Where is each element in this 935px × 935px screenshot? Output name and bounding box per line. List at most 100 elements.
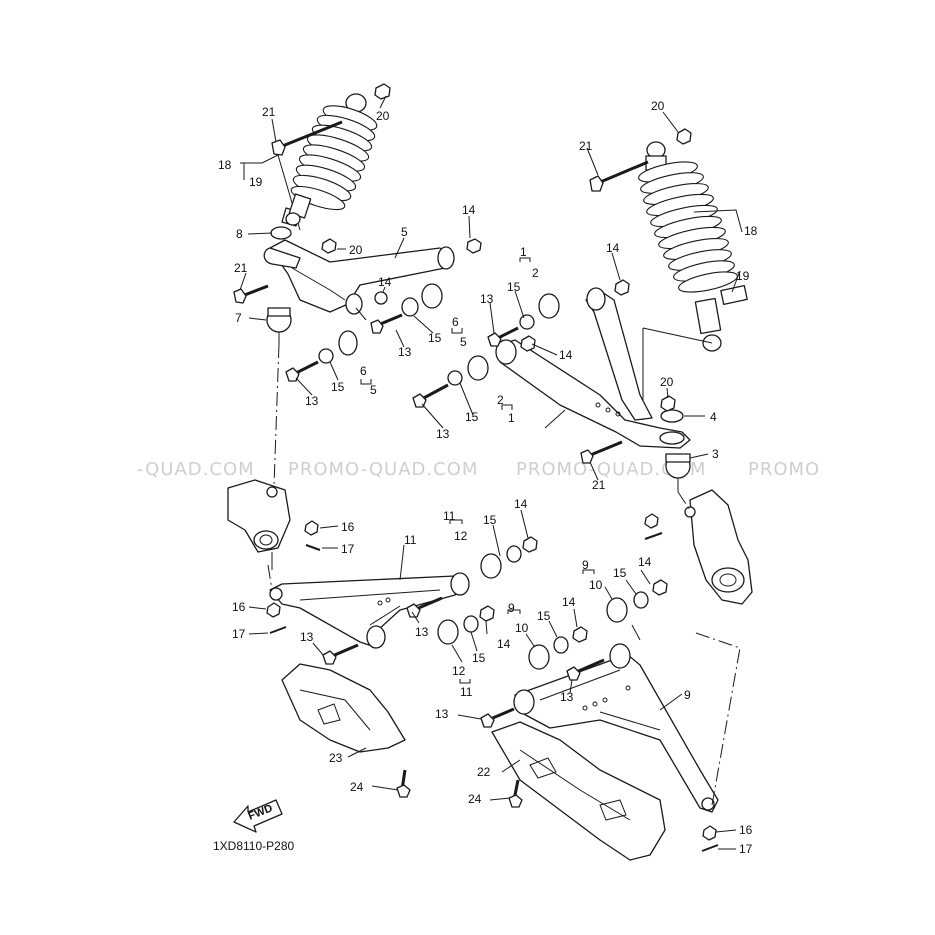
callout-13: 13 <box>435 707 449 721</box>
watermark-3: PROMO-QUAD.COM <box>516 459 706 480</box>
right-lower-bushings <box>528 579 668 670</box>
callout-3: 3 <box>712 447 719 461</box>
right-upper-arm <box>495 287 691 449</box>
callout-16: 16 <box>341 520 355 534</box>
right-knuckle-nut <box>644 513 659 529</box>
callout-13: 13 <box>560 690 574 704</box>
right-cotter-pin <box>644 532 663 540</box>
callout-7: 7 <box>235 311 242 325</box>
diagram-code: 1XD8110-P280 <box>213 839 294 853</box>
callout-1: 1 <box>508 411 515 425</box>
callout-14: 14 <box>606 241 620 255</box>
callout-13: 13 <box>480 292 494 306</box>
callout-24: 24 <box>468 792 482 806</box>
callout-5: 5 <box>370 383 377 397</box>
callout-17: 17 <box>341 542 355 556</box>
right-upper-bolt <box>580 440 623 464</box>
callout-12: 12 <box>452 664 466 678</box>
callout-10: 10 <box>515 621 529 635</box>
right-lower-nut <box>702 825 717 841</box>
callout-20: 20 <box>349 243 363 257</box>
callout-20: 20 <box>651 99 665 113</box>
left-lower-bolts <box>322 596 443 665</box>
left-upper-arm <box>263 239 455 315</box>
right-shock-absorber <box>638 141 748 352</box>
right-guard <box>491 721 666 861</box>
left-lower-arm <box>269 572 470 649</box>
fwd-arrow: FWD <box>233 799 283 833</box>
right-lower-axis <box>695 632 741 806</box>
callout-14: 14 <box>562 595 576 609</box>
left-lower-cotter <box>269 626 287 634</box>
callout-16: 16 <box>739 823 753 837</box>
left-knuckle <box>227 479 291 570</box>
callout-6: 6 <box>452 315 459 329</box>
left-arm-nut <box>321 238 337 254</box>
right-shock-nut <box>676 128 692 145</box>
left-lower-bushings <box>437 536 538 645</box>
callout-15: 15 <box>537 609 551 623</box>
right-lower-cotter <box>701 844 719 852</box>
left-arm-nut-14 <box>466 238 482 254</box>
right-circlip <box>660 409 684 423</box>
callout-21: 21 <box>262 105 276 119</box>
callout-18: 18 <box>744 224 758 238</box>
callout-13: 13 <box>300 630 314 644</box>
callout-10: 10 <box>589 578 603 592</box>
callout-15: 15 <box>465 410 479 424</box>
callout-9: 9 <box>508 601 515 615</box>
callout-15: 15 <box>331 380 345 394</box>
callout-13: 13 <box>398 345 412 359</box>
callout-19: 19 <box>249 175 263 189</box>
right-shock-bolt <box>589 160 649 192</box>
callout-17: 17 <box>739 842 753 856</box>
callout-19: 19 <box>736 269 750 283</box>
callout-14: 14 <box>514 497 528 511</box>
callout-11: 11 <box>460 685 473 699</box>
callout-24: 24 <box>350 780 364 794</box>
right-upper-bushings <box>412 279 630 408</box>
callout-14: 14 <box>638 555 652 569</box>
left-shock-absorber <box>277 93 378 231</box>
watermark-4: PROMO <box>748 459 820 480</box>
callout-9: 9 <box>582 558 589 572</box>
callout-2: 2 <box>532 266 539 280</box>
callout-15: 15 <box>483 513 497 527</box>
callout-21: 21 <box>234 261 248 275</box>
callout-21: 21 <box>579 139 593 153</box>
callout-6: 6 <box>360 364 367 378</box>
right-lower-arm <box>513 643 719 813</box>
right-ball-joint <box>665 453 691 492</box>
callout-15: 15 <box>428 331 442 345</box>
callout-15: 15 <box>507 280 521 294</box>
left-knuckle-nut <box>304 520 319 536</box>
callout-labels: 21 20 18 19 8 20 5 14 21 14 7 13 15 6 5 … <box>218 99 758 856</box>
callout-23: 23 <box>329 751 343 765</box>
callout-13: 13 <box>305 394 319 408</box>
right-shock-leader <box>642 327 713 420</box>
callout-17: 17 <box>232 627 246 641</box>
callout-14: 14 <box>559 348 573 362</box>
left-upper-bushings <box>285 283 443 382</box>
callout-15: 15 <box>613 566 627 580</box>
callout-11: 11 <box>404 533 417 547</box>
left-ball-joint <box>266 307 292 344</box>
callout-9: 9 <box>684 688 691 702</box>
callout-14: 14 <box>497 637 511 651</box>
left-shock-bolt <box>271 120 343 156</box>
callout-14: 14 <box>462 203 476 217</box>
watermark-2: PROMO-QUAD.COM <box>288 459 478 480</box>
callout-22: 22 <box>477 765 491 779</box>
callout-13: 13 <box>415 625 429 639</box>
right-lower-bolts <box>480 658 605 728</box>
right-arm-nut-20 <box>660 395 676 412</box>
left-guard <box>281 663 406 753</box>
left-upper-bolt <box>233 284 269 304</box>
left-lower-axis <box>267 564 273 591</box>
callout-20: 20 <box>660 375 674 389</box>
callout-5: 5 <box>401 225 408 239</box>
callout-11: 11 <box>443 509 456 523</box>
watermark-1: -QUAD.COM <box>137 459 255 480</box>
right-knuckle <box>684 489 753 605</box>
